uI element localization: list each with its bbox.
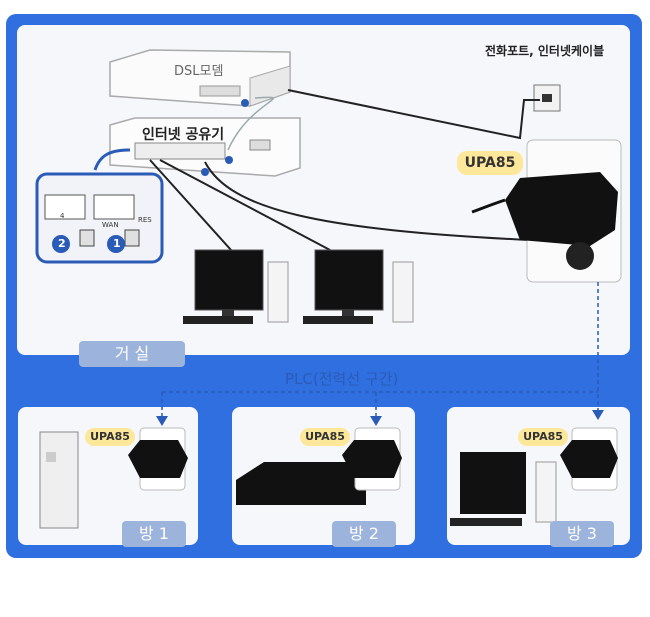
room2-tag: 방 2 bbox=[332, 521, 396, 547]
badge-1-text: 1 bbox=[113, 237, 121, 250]
router-modem-cable bbox=[227, 96, 274, 151]
lan-cable-upa bbox=[204, 161, 531, 241]
lan-port bbox=[44, 194, 86, 220]
room2-upa-tag: UPA85 bbox=[300, 428, 350, 446]
badge-2-router bbox=[201, 168, 209, 176]
room1-tag: 방 1 bbox=[122, 521, 186, 547]
wan-plug bbox=[124, 229, 140, 247]
living-room-tag: 거 실 bbox=[79, 341, 185, 367]
dsl-modem bbox=[109, 49, 291, 107]
phone-cable bbox=[287, 89, 540, 140]
upa-cable bbox=[471, 198, 506, 214]
port-label-res: RES bbox=[138, 216, 152, 224]
lan-cable-pc2 bbox=[159, 159, 331, 251]
room3-upa-tag: UPA85 bbox=[518, 428, 568, 446]
badge-1-zoom bbox=[107, 235, 125, 253]
plc-arrow-room2 bbox=[370, 416, 382, 426]
pc-2 bbox=[303, 249, 414, 324]
room2-upa85 bbox=[342, 440, 402, 478]
main-upa-tag: UPA85 bbox=[457, 151, 523, 175]
phone-port-label: 전화포트, 인터넷케이블 bbox=[485, 44, 605, 58]
iptv-settop-box bbox=[236, 462, 366, 505]
modem-label: DSL모뎀 bbox=[174, 64, 224, 79]
plc-label: PLC(전력선 구간) bbox=[285, 370, 399, 388]
lan-cable-pc1 bbox=[149, 159, 241, 261]
wan-port bbox=[93, 194, 135, 220]
room3-upa85 bbox=[560, 440, 618, 478]
router-label: 인터넷 공유기 bbox=[142, 127, 225, 143]
port-label-4: 4 bbox=[60, 212, 65, 220]
plc-arrow-room1 bbox=[156, 416, 168, 426]
zoom-pointer bbox=[93, 148, 131, 171]
game-console bbox=[39, 431, 79, 529]
pc-1 bbox=[183, 249, 289, 324]
badge-1-modem bbox=[241, 99, 249, 107]
router bbox=[109, 117, 301, 177]
port-label-wan: WAN bbox=[102, 221, 119, 229]
badge-1-router bbox=[225, 156, 233, 164]
plc-arrow-room3 bbox=[592, 410, 604, 420]
room1-upa85 bbox=[128, 440, 188, 478]
badge-2-zoom bbox=[52, 235, 70, 253]
room3-pc bbox=[450, 452, 557, 526]
room1-upa-tag: UPA85 bbox=[85, 428, 135, 446]
room3-tag: 방 3 bbox=[550, 521, 614, 547]
outlet-socket bbox=[566, 242, 594, 270]
phone-jack-port bbox=[542, 94, 552, 102]
lan-plug bbox=[79, 229, 95, 247]
upa85-adapter bbox=[505, 172, 618, 246]
badge-2-text: 2 bbox=[58, 237, 66, 250]
